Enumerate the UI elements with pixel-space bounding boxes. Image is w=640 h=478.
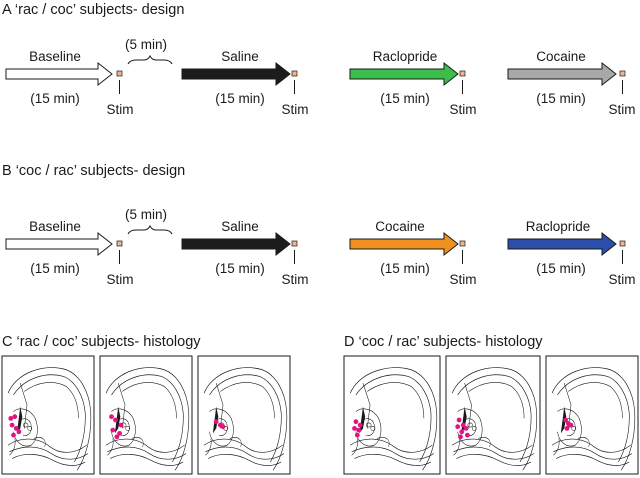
recording-site-marker	[357, 422, 363, 428]
recording-site-marker	[456, 417, 462, 423]
panel-b-saline-arrow	[181, 231, 291, 257]
recording-site-marker	[11, 432, 16, 438]
panel-b-raclopride-label: Raclopride	[526, 219, 591, 234]
panel-b-saline-duration: (15 min)	[215, 261, 265, 276]
panel-b-cocaine-duration: (15 min)	[380, 261, 430, 276]
panel-b-timeline: Baseline (15 min) Stim (5 min) Saline (1…	[5, 207, 636, 287]
panel-b-baseline-label: Baseline	[29, 219, 81, 234]
panel-b-stim-marker-4	[619, 240, 626, 247]
recording-site-marker	[354, 432, 360, 438]
recording-site-marker	[463, 426, 469, 431]
recording-site-marker	[110, 427, 116, 433]
panel-c-section-3	[197, 355, 291, 475]
recording-site-marker	[213, 419, 219, 425]
section-frame	[445, 355, 541, 475]
panel-a-stim-marker-4	[619, 70, 626, 77]
panel-b-baseline-duration: (15 min)	[30, 261, 80, 276]
panel-a-cocaine-duration: (15 min)	[536, 91, 586, 106]
recording-site-marker	[458, 434, 463, 440]
panel-b-baseline-arrow	[5, 231, 113, 257]
panel-b-raclopride-duration: (15 min)	[536, 261, 586, 276]
panel-d-title: D ‘coc / rac’ subjects- histology	[344, 334, 543, 350]
panel-b-stim-label-3: Stim	[450, 272, 477, 287]
panel-a-raclopride-duration: (15 min)	[380, 91, 430, 106]
recording-site-marker	[459, 429, 465, 435]
recording-site-marker	[9, 422, 15, 428]
panel-a-gap-brace	[127, 54, 173, 65]
panel-b-stim-marker-3	[459, 240, 466, 247]
recording-site-marker	[455, 424, 461, 430]
panel-b-gap-brace	[127, 224, 173, 235]
panel-a-cocaine-arrow	[507, 61, 617, 87]
recording-site-marker	[113, 417, 118, 423]
panel-a-saline-arrow	[181, 61, 291, 87]
panel-a-stim-label-1: Stim	[107, 102, 134, 117]
panel-a-saline-duration: (15 min)	[215, 91, 265, 106]
recording-site-marker	[568, 422, 574, 428]
panel-a-stim-label-4: Stim	[609, 102, 636, 117]
panel-c-section-2	[99, 355, 193, 475]
section-frame	[545, 355, 639, 475]
recording-site-marker	[8, 416, 14, 421]
panel-a-baseline-arrow	[5, 61, 113, 87]
recording-site-marker	[16, 429, 22, 435]
panel-c-section-1	[1, 355, 95, 475]
recording-site-marker	[12, 414, 18, 420]
panel-b-saline-label: Saline	[221, 219, 259, 234]
recording-site-marker	[465, 432, 470, 438]
recording-site-marker	[353, 419, 359, 425]
panel-d-section-2	[445, 355, 541, 475]
panel-d-section-3	[545, 355, 639, 475]
recording-site-marker	[114, 434, 120, 440]
panel-a-raclopride-label: Raclopride	[373, 49, 438, 64]
panel-b-cocaine-label: Cocaine	[375, 219, 425, 234]
recording-site-marker	[563, 417, 568, 423]
panel-b-gap-label: (5 min)	[125, 207, 167, 222]
panel-a-raclopride-arrow	[349, 61, 459, 87]
section-frame	[197, 355, 291, 475]
panel-a-stim-label-2: Stim	[282, 102, 309, 117]
panel-a-cocaine-label: Cocaine	[536, 49, 586, 64]
panel-a-title: A ‘rac / coc’ subjects- design	[2, 2, 184, 18]
recording-site-marker	[117, 431, 122, 436]
section-frame	[343, 355, 441, 475]
panel-a-stim-label-3: Stim	[450, 102, 477, 117]
panel-a-baseline-duration: (15 min)	[30, 91, 80, 106]
panel-a-stim-marker-3	[459, 70, 466, 77]
panel-a-baseline-label: Baseline	[29, 49, 81, 64]
panel-a-saline-label: Saline	[221, 49, 259, 64]
panel-d-section-1	[343, 355, 441, 475]
panel-a-stim-marker-2	[291, 70, 298, 77]
panel-b-stim-marker-2	[291, 240, 298, 247]
recording-site-marker	[460, 422, 466, 428]
panel-b-raclopride-arrow	[507, 231, 617, 257]
histology-sections	[1, 355, 639, 475]
panel-b-stim-marker-1	[116, 240, 123, 247]
panel-c-title: C ‘rac / coc’ subjects- histology	[2, 334, 201, 350]
recording-site-marker	[564, 426, 570, 431]
recording-site-marker	[352, 426, 357, 431]
panel-a-timeline: Baseline (15 min) Stim (5 min) Saline (1…	[5, 37, 636, 117]
panel-b-title: B ‘coc / rac’ subjects- design	[2, 163, 185, 179]
recording-site-marker	[109, 414, 114, 420]
panel-a-stim-marker-1	[116, 70, 123, 77]
panel-b-stim-label-4: Stim	[609, 272, 636, 287]
panel-b-stim-label-2: Stim	[282, 272, 309, 287]
panel-b-stim-label-1: Stim	[107, 272, 134, 287]
recording-site-marker	[220, 424, 226, 430]
section-frame	[99, 355, 193, 475]
panel-b-cocaine-arrow	[349, 231, 459, 257]
panel-a-gap-label: (5 min)	[125, 37, 167, 52]
recording-site-marker	[118, 422, 124, 428]
recording-site-marker	[356, 427, 362, 433]
recording-site-marker	[13, 426, 19, 431]
